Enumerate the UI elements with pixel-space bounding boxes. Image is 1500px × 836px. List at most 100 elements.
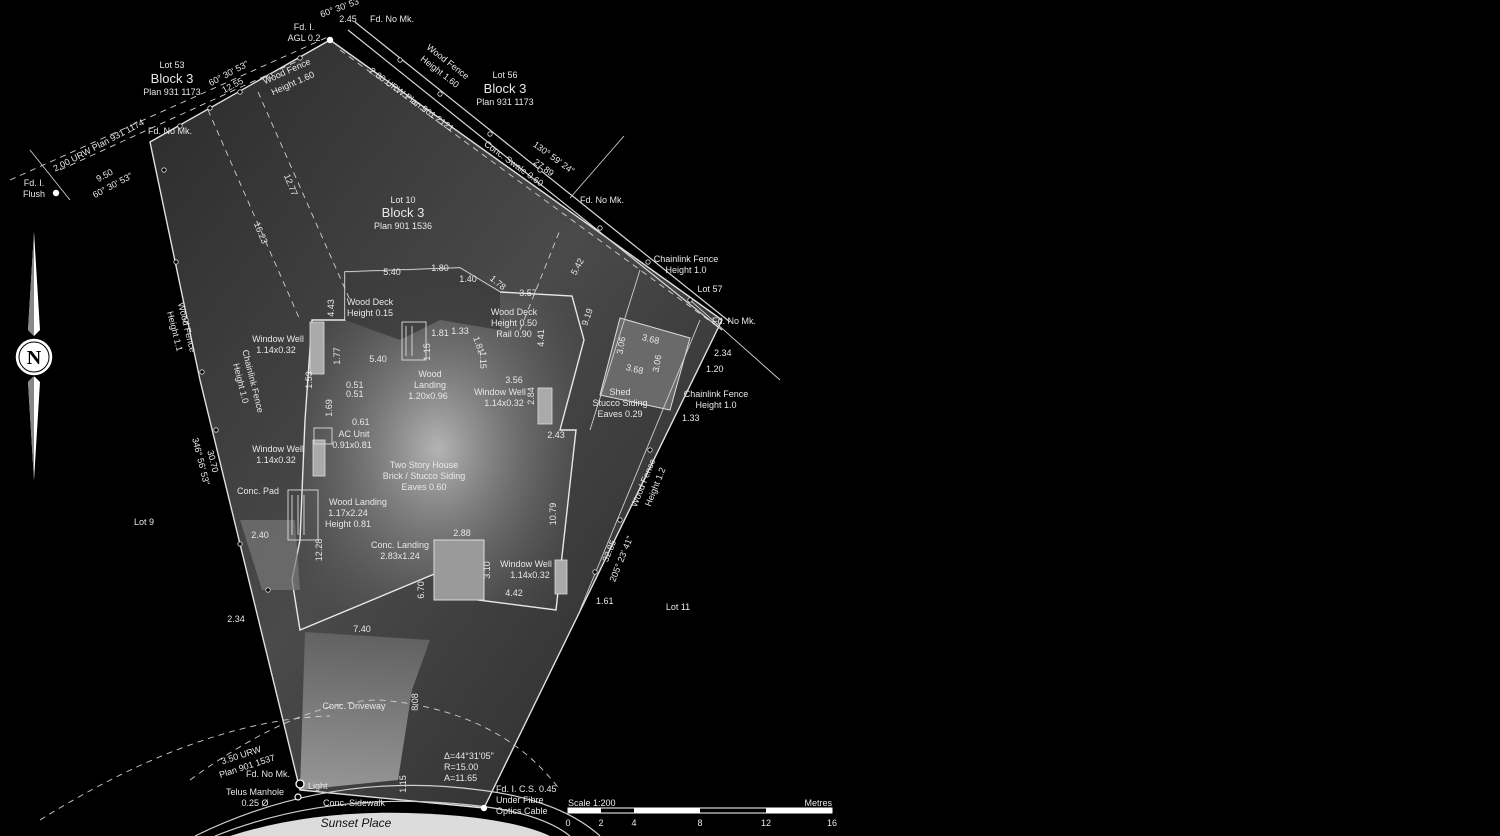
- driveway: [300, 632, 430, 790]
- feature-label: Window Well: [500, 559, 552, 569]
- feature-label: Eaves 0.60: [401, 482, 446, 492]
- street-curb: [194, 784, 601, 836]
- lot56-plan: Plan 931 1173: [476, 97, 533, 107]
- feature-label: Brick / Stucco Siding: [383, 471, 466, 481]
- urw-line-nw: [59, 59, 301, 171]
- lot11-label: Lot 11: [666, 602, 690, 612]
- curve-line-outer: [39, 715, 331, 821]
- feature-label: Wood Deck: [347, 297, 394, 307]
- wood-fence-east: [579, 319, 701, 611]
- dimension: 1.15: [398, 775, 408, 793]
- dimension: 3.68: [641, 332, 660, 346]
- monument-label: Fd. I.: [24, 178, 45, 188]
- boundary-tick-2: [689, 299, 781, 381]
- dimension: 3.56: [505, 375, 523, 385]
- dimension: 1.53: [304, 371, 314, 389]
- dimension: 10.79: [548, 503, 558, 526]
- dimension: 1.77: [332, 347, 342, 365]
- monument-label: Fd. No Mk.: [148, 126, 192, 136]
- feature-label: Window Well: [252, 444, 304, 454]
- scale-tick: 2: [598, 818, 603, 828]
- urw-line-west: [9, 35, 331, 181]
- conc-landing: [433, 539, 485, 601]
- dimension: 1.33: [682, 413, 700, 423]
- scale-tick: 0: [565, 818, 570, 828]
- conc-pad: [240, 520, 300, 590]
- wood-landing-stairs: [287, 489, 319, 541]
- dimension: 1.33: [451, 326, 469, 336]
- dimension: 12.28: [314, 539, 324, 562]
- lot53-block: Block 3: [151, 71, 194, 86]
- dimension: 1.61: [596, 596, 614, 606]
- feature-label: 1.14x0.32: [510, 570, 550, 580]
- dimension: 6.70: [416, 581, 426, 599]
- dimension: 1.40: [459, 274, 477, 284]
- feature-label: Height 1.0: [695, 400, 736, 410]
- monument-label: AGL 0.2: [288, 33, 321, 43]
- monument-label: 0.25 Ø: [241, 798, 268, 808]
- feature-label: 0.91x0.81: [332, 440, 372, 450]
- dimension: 8.08: [410, 693, 420, 711]
- monument-label: Fd. No Mk.: [580, 195, 624, 205]
- feature-label: Wood Deck: [491, 307, 538, 317]
- feature-label: Wood Landing: [329, 497, 387, 507]
- monument-label: Fd. No Mk.: [712, 316, 756, 326]
- monument-label: Telus Manhole: [226, 787, 284, 797]
- landing-stairs: [401, 321, 427, 361]
- feature-label: Conc. Landing: [371, 540, 429, 550]
- feature-label: 1.14x0.32: [256, 345, 296, 355]
- feature-label: Height 0.50: [491, 318, 537, 328]
- fence-ne-2: [347, 29, 723, 331]
- feature-label: Two Story House: [390, 460, 459, 470]
- dimension: 3.57: [519, 288, 537, 298]
- feature-label: Conc. Pad: [237, 486, 279, 496]
- dimension: 2.34: [227, 614, 245, 624]
- feature-label: Rail 0.90: [496, 329, 532, 339]
- monument-label: Optics Cable: [496, 806, 548, 816]
- dimension: 2.88: [453, 528, 471, 538]
- dimension: 1.69: [324, 399, 334, 417]
- feature-label: 1.20x0.96: [408, 391, 448, 401]
- monument-label: Fd. No Mk.: [246, 769, 290, 779]
- fence-ne: [354, 21, 731, 323]
- dimension: 3.68: [625, 362, 644, 376]
- ac-unit: [313, 427, 333, 445]
- dimension: 3.06: [615, 336, 628, 355]
- dimension: 5.40: [369, 354, 387, 364]
- dimension: 4.43: [326, 299, 336, 317]
- lot10-lot: Lot 10: [390, 195, 415, 205]
- feature-label: Window Well: [474, 387, 526, 397]
- window-well: [312, 439, 326, 477]
- monument-label: Fd. I. C.S. 0.45: [496, 784, 557, 794]
- monument-label: Flush: [23, 189, 45, 199]
- feature-label: Chainlink Fence: [654, 254, 719, 264]
- feature-label: AC Unit: [338, 429, 370, 439]
- urw-line-interior: [207, 109, 301, 321]
- dimension: 1.20: [706, 364, 724, 374]
- dimension: 4.41: [536, 329, 546, 347]
- lot53-plan: Plan 931 1173: [143, 87, 200, 97]
- urw-line-interior-2: [257, 91, 351, 301]
- lot10-block: Block 3: [382, 205, 425, 220]
- dimension: 2.84: [526, 387, 536, 405]
- feature-label: Height 0.15: [347, 308, 393, 318]
- dimension: 0.51: [346, 389, 364, 399]
- lot10-plan: Plan 901 1536: [374, 221, 432, 231]
- dimension: 0.51: [346, 380, 364, 390]
- fence-posts: [161, 55, 693, 593]
- north-arrow-letter: N: [27, 347, 42, 369]
- dimension: 1.80: [431, 263, 449, 273]
- feature-label: Stucco Siding: [592, 398, 647, 408]
- dimension: 3.10: [482, 561, 492, 579]
- survey-monuments: [52, 36, 488, 812]
- bearing-label: R=15.00: [444, 762, 478, 772]
- dimension: 4.42: [505, 588, 523, 598]
- feature-label: Height 0.81: [325, 519, 371, 529]
- urw-line-ne: [339, 49, 723, 331]
- dimension: 1.15: [478, 351, 488, 369]
- shed: [599, 317, 691, 411]
- boundary-tick: [569, 135, 625, 199]
- dimension: 0.61: [352, 417, 370, 427]
- street-curb-2: [214, 800, 571, 836]
